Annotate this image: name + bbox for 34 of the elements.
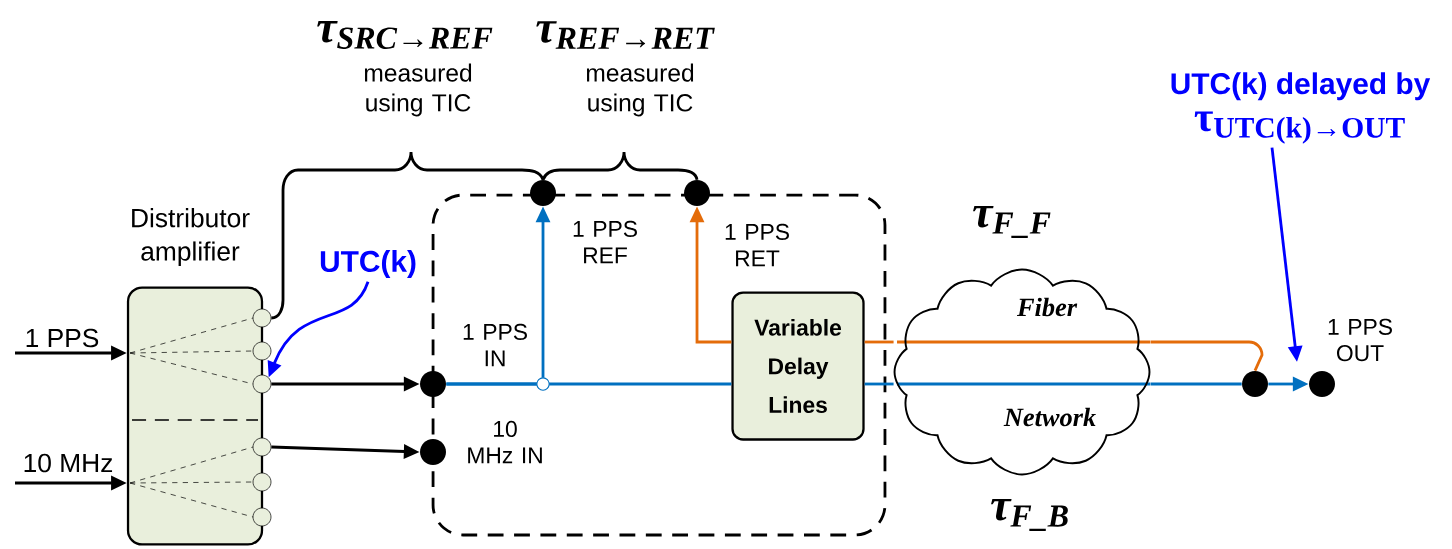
brace-line bbox=[271, 150, 545, 320]
delay-symbol: τ$_{F_F}$ bbox=[973, 206, 1051, 238]
delay-box: Variable Delay Lines bbox=[731, 291, 865, 441]
dashed-enclosure bbox=[431, 193, 887, 537]
signal-line bbox=[1150, 382, 1242, 386]
delay-symbol: τ$_{REF→RET}$ bbox=[536, 21, 715, 49]
port-label: 1 PPS OUT bbox=[1328, 318, 1392, 362]
port-label: 1 PPS RET bbox=[725, 223, 789, 267]
note-text: measured using TIC bbox=[586, 63, 694, 117]
edge-label: 1 PPS bbox=[26, 328, 99, 348]
cloud-label: Network bbox=[1003, 407, 1096, 427]
connector-dot bbox=[1242, 371, 1268, 397]
signal-line bbox=[864, 340, 894, 344]
note-text: measured using TIC bbox=[364, 63, 472, 117]
signal-line bbox=[864, 382, 894, 386]
delay-symbol: τ$_{F_B}$ bbox=[991, 499, 1068, 531]
box-heading: Distributor amplifier bbox=[132, 208, 250, 266]
output-port bbox=[252, 472, 272, 492]
delay-symbol: τ$_{SRC→REF}$ bbox=[317, 21, 493, 49]
signal-line bbox=[446, 382, 732, 386]
output-port bbox=[252, 308, 272, 328]
brace-line bbox=[541, 150, 699, 181]
port-label: 1 PPS REF bbox=[573, 220, 637, 264]
edge-label: 10 MHz bbox=[24, 453, 113, 473]
port-label: 1 PPS IN bbox=[463, 323, 527, 367]
output-port bbox=[252, 374, 272, 394]
callout-text: UTC(k) bbox=[320, 250, 416, 278]
output-port bbox=[252, 507, 272, 527]
port-label: 10 MHz IN bbox=[468, 420, 542, 464]
output-port bbox=[252, 437, 272, 457]
signal-line bbox=[1150, 340, 1264, 372]
cloud-label: Fiber bbox=[1016, 297, 1078, 317]
output-port bbox=[252, 341, 272, 361]
callout-text: UTC(k) delayed by τ$_{UTC(k)→OUT}$ bbox=[1171, 72, 1431, 144]
